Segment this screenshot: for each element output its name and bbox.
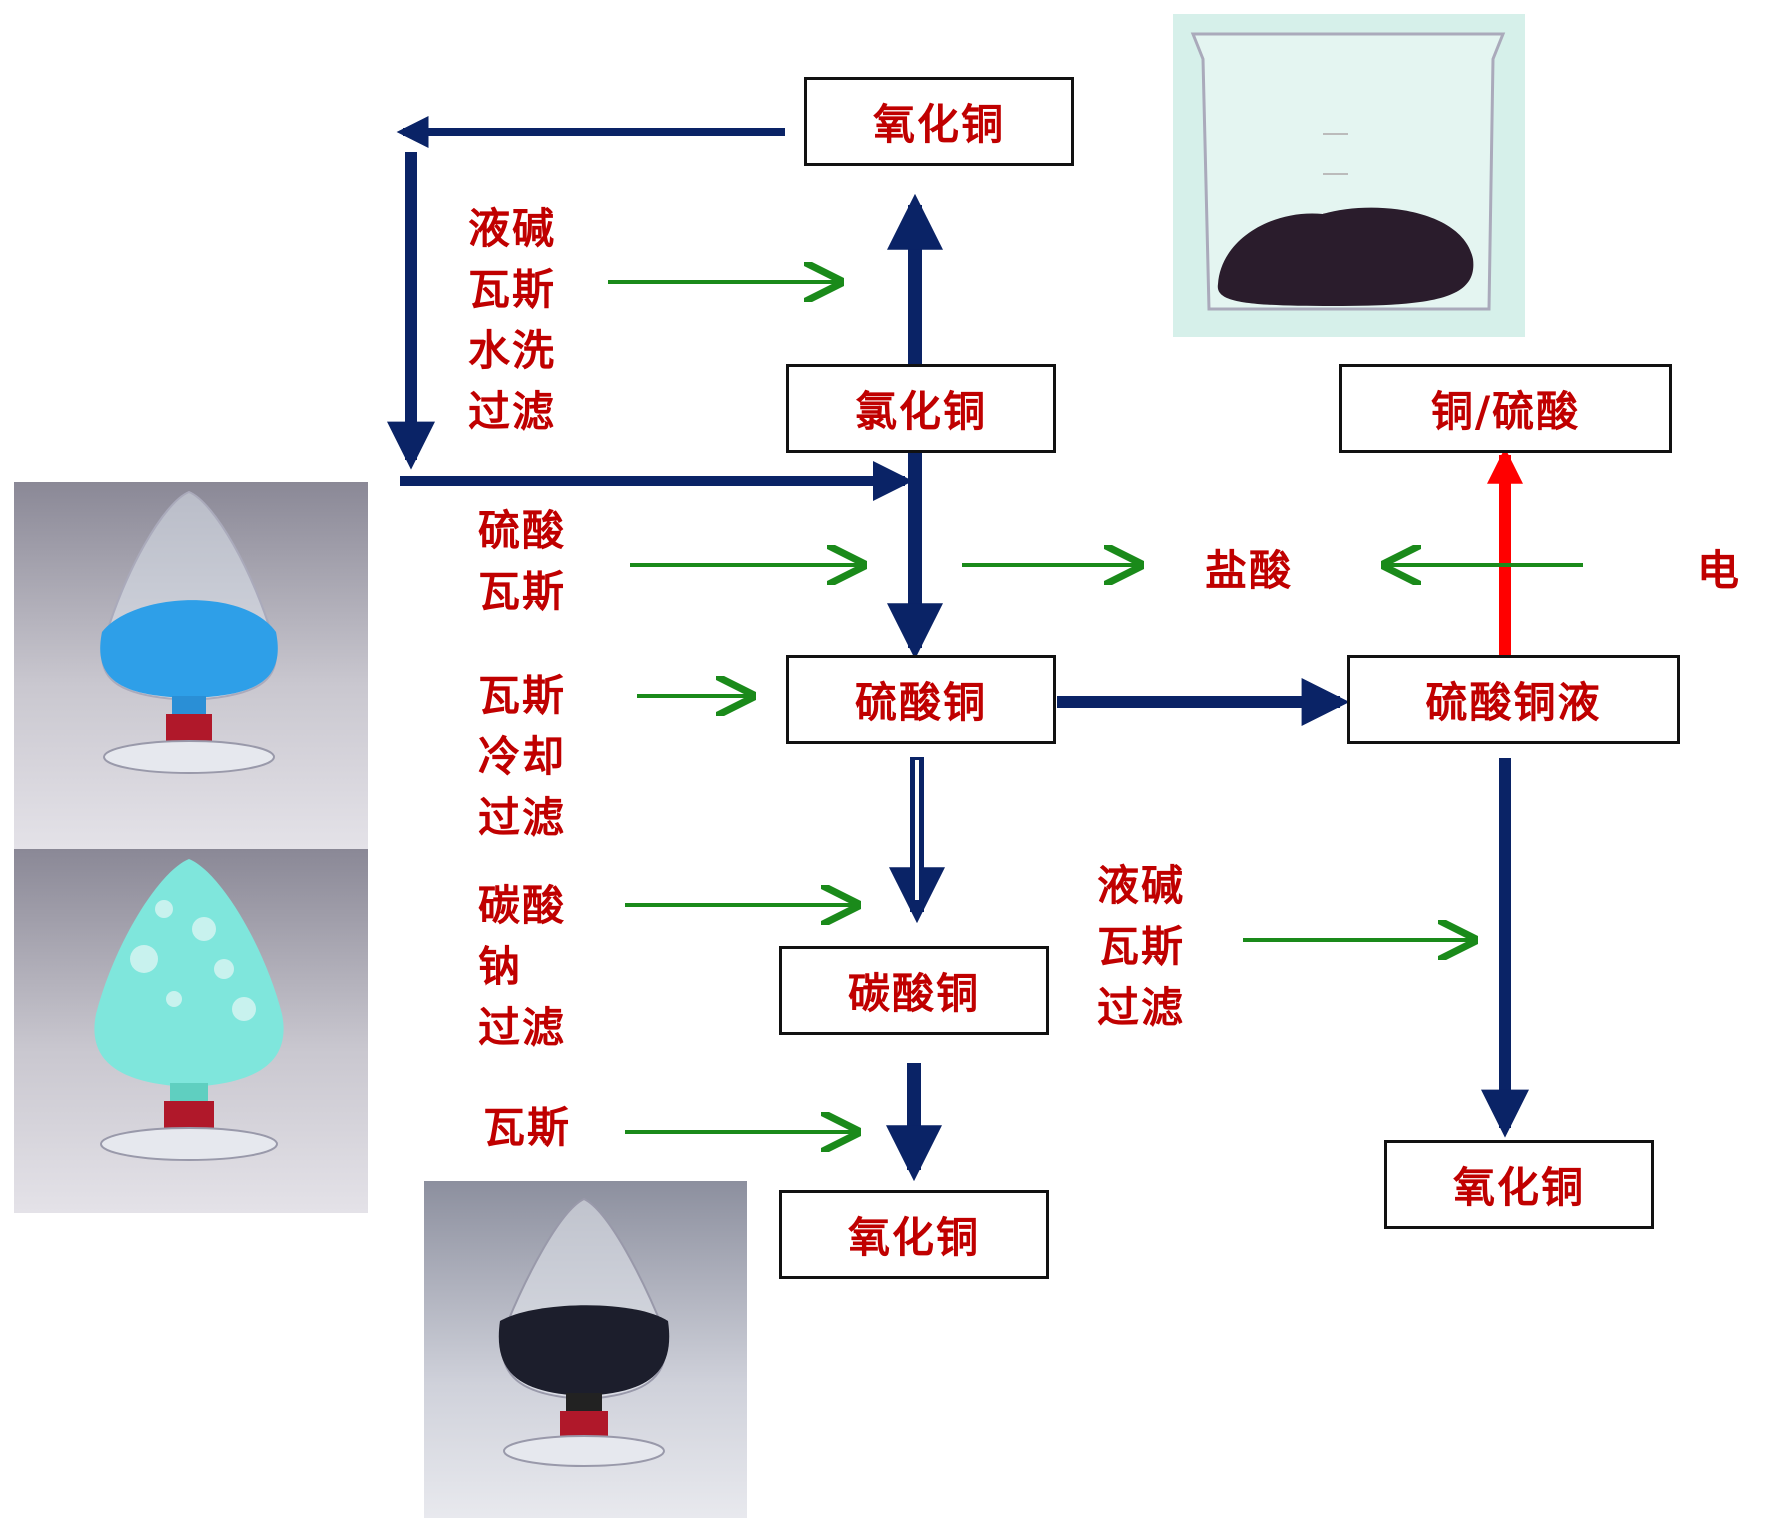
label-step2: 硫酸 瓦斯 [478, 500, 566, 622]
label-line: 过滤 [478, 793, 567, 842]
label-line: 过滤 [1097, 983, 1186, 1032]
label-line: 钠 [478, 942, 523, 991]
node-label: 铜/硫酸 [1430, 387, 1581, 436]
node-cu-h2so4: 铜/硫酸 [1339, 364, 1672, 453]
node-cucl: 氯化铜 [786, 364, 1056, 453]
label-step1: 液碱 瓦斯 水洗 过滤 [468, 198, 556, 442]
node-cuo-top: 氧化铜 [804, 77, 1074, 166]
label-line: 瓦斯 [468, 265, 557, 314]
label-step4: 碳酸 钠 过滤 [478, 875, 566, 1058]
label-line: 瓦斯 [483, 1103, 572, 1152]
label-line: 瓦斯 [1097, 922, 1186, 971]
label-line: 水洗 [468, 326, 557, 375]
label-step3: 瓦斯 冷却 过滤 [478, 665, 566, 848]
label-line: 液碱 [468, 204, 557, 253]
beaker-photo [1173, 14, 1525, 337]
blue-crystal-flask-photo [14, 482, 368, 849]
label-line: 硫酸 [478, 506, 567, 555]
node-cuo-bottom: 氧化铜 [779, 1190, 1049, 1279]
node-label: 硫酸铜 [854, 678, 987, 727]
node-label: 碳酸铜 [847, 969, 980, 1018]
label-line: 碳酸 [478, 881, 567, 930]
label-line: 瓦斯 [478, 567, 567, 616]
label-line: 冷却 [478, 732, 567, 781]
label-line: 过滤 [468, 387, 557, 436]
label-line: 过滤 [478, 1003, 567, 1052]
node-cuco3: 碳酸铜 [779, 946, 1049, 1035]
node-cuo-right: 氧化铜 [1384, 1140, 1654, 1229]
label-line: 液碱 [1097, 861, 1186, 910]
node-label: 氧化铜 [847, 1213, 980, 1262]
node-cuso4: 硫酸铜 [786, 655, 1056, 744]
label-hcl: 盐酸 [1205, 546, 1294, 595]
node-label: 氧化铜 [872, 100, 1005, 149]
node-label: 氧化铜 [1452, 1163, 1585, 1212]
node-label: 硫酸铜液 [1425, 678, 1602, 727]
node-label: 氯化铜 [854, 387, 987, 436]
label-line: 瓦斯 [478, 671, 567, 720]
label-electricity: 电 [1697, 546, 1742, 595]
node-cuso4-solution: 硫酸铜液 [1347, 655, 1680, 744]
green-powder-flask-photo [14, 849, 368, 1213]
black-powder-flask-photo [424, 1181, 747, 1518]
label-step5: 瓦斯 [483, 1097, 571, 1158]
label-step6: 液碱 瓦斯 过滤 [1097, 855, 1185, 1038]
